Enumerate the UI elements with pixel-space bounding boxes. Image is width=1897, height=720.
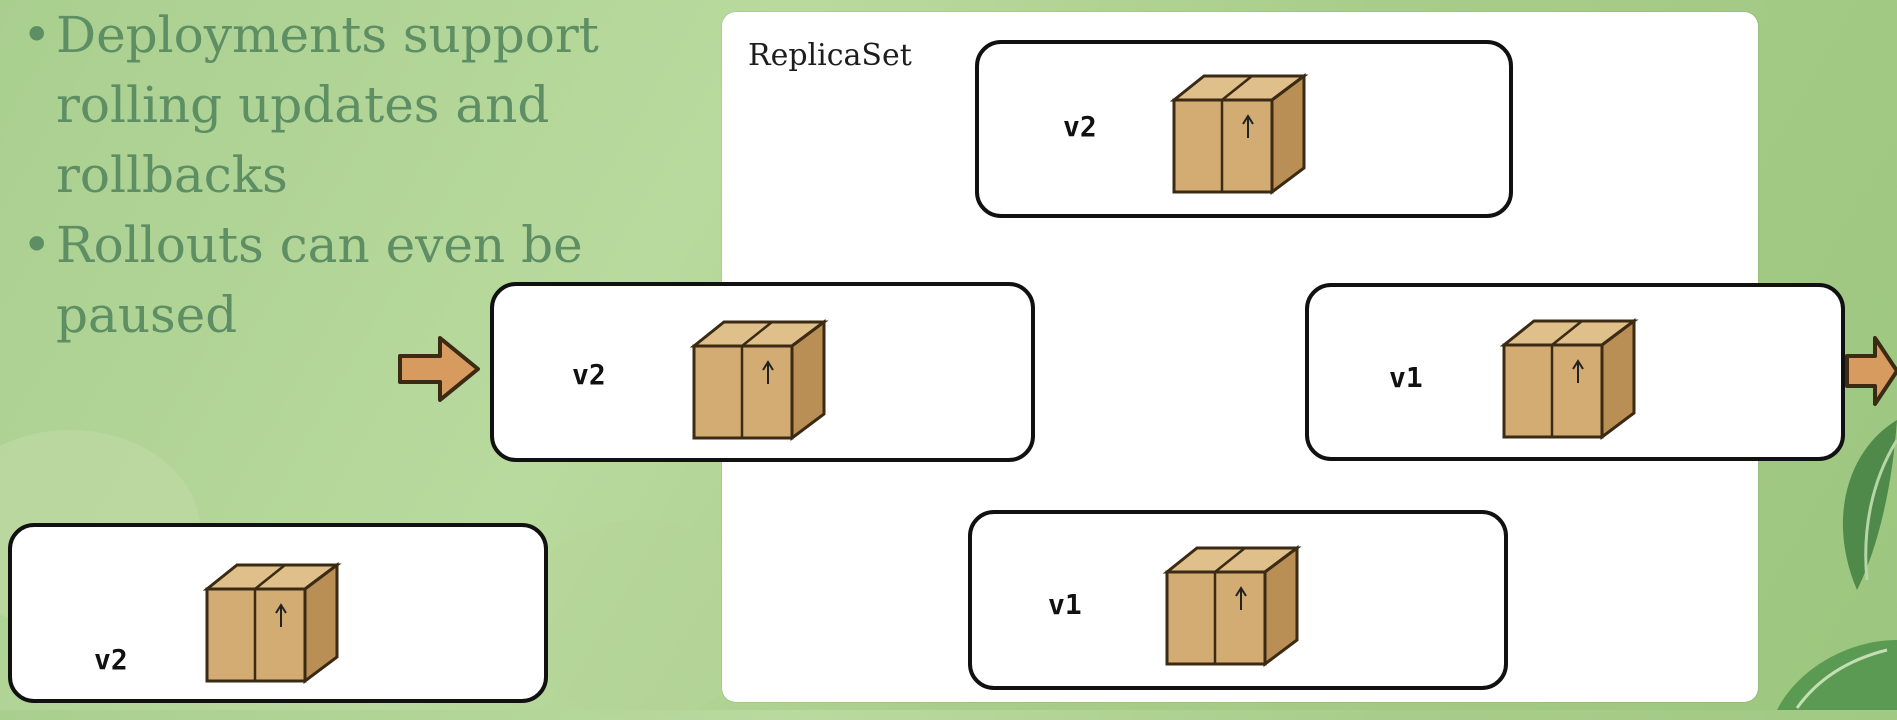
leaf-decoration-icon: [1842, 420, 1897, 590]
pod-left: v2: [490, 282, 1035, 462]
pod-outside: v2: [8, 523, 548, 703]
bullet-item: Rollouts can even be paused: [22, 210, 596, 350]
background-blob: [520, 520, 760, 720]
pod-right: v1: [1305, 283, 1845, 461]
package-box-icon: [202, 562, 342, 684]
replicaset-label: ReplicaSet: [748, 38, 912, 73]
pod-version-label: v2: [94, 643, 128, 676]
pod-version-label: v2: [1063, 110, 1097, 143]
package-box-icon: [689, 319, 829, 441]
leaf-decoration-icon: [1777, 640, 1897, 710]
pod-version-label: v1: [1389, 361, 1423, 394]
pod-version-label: v1: [1048, 588, 1082, 621]
pod-bottom: v1: [968, 510, 1508, 690]
arrow-right-icon: [398, 336, 480, 402]
pod-version-label: v2: [572, 358, 606, 391]
package-box-icon: [1162, 545, 1302, 667]
package-box-icon: [1499, 318, 1639, 440]
arrow-right-icon: [1845, 336, 1897, 406]
bullet-item: Deployments support rolling updates and …: [22, 0, 676, 210]
pod-top: v2: [975, 40, 1513, 218]
package-box-icon: [1169, 73, 1309, 195]
bullet-list: Deployments support rolling updates and …: [22, 0, 676, 350]
